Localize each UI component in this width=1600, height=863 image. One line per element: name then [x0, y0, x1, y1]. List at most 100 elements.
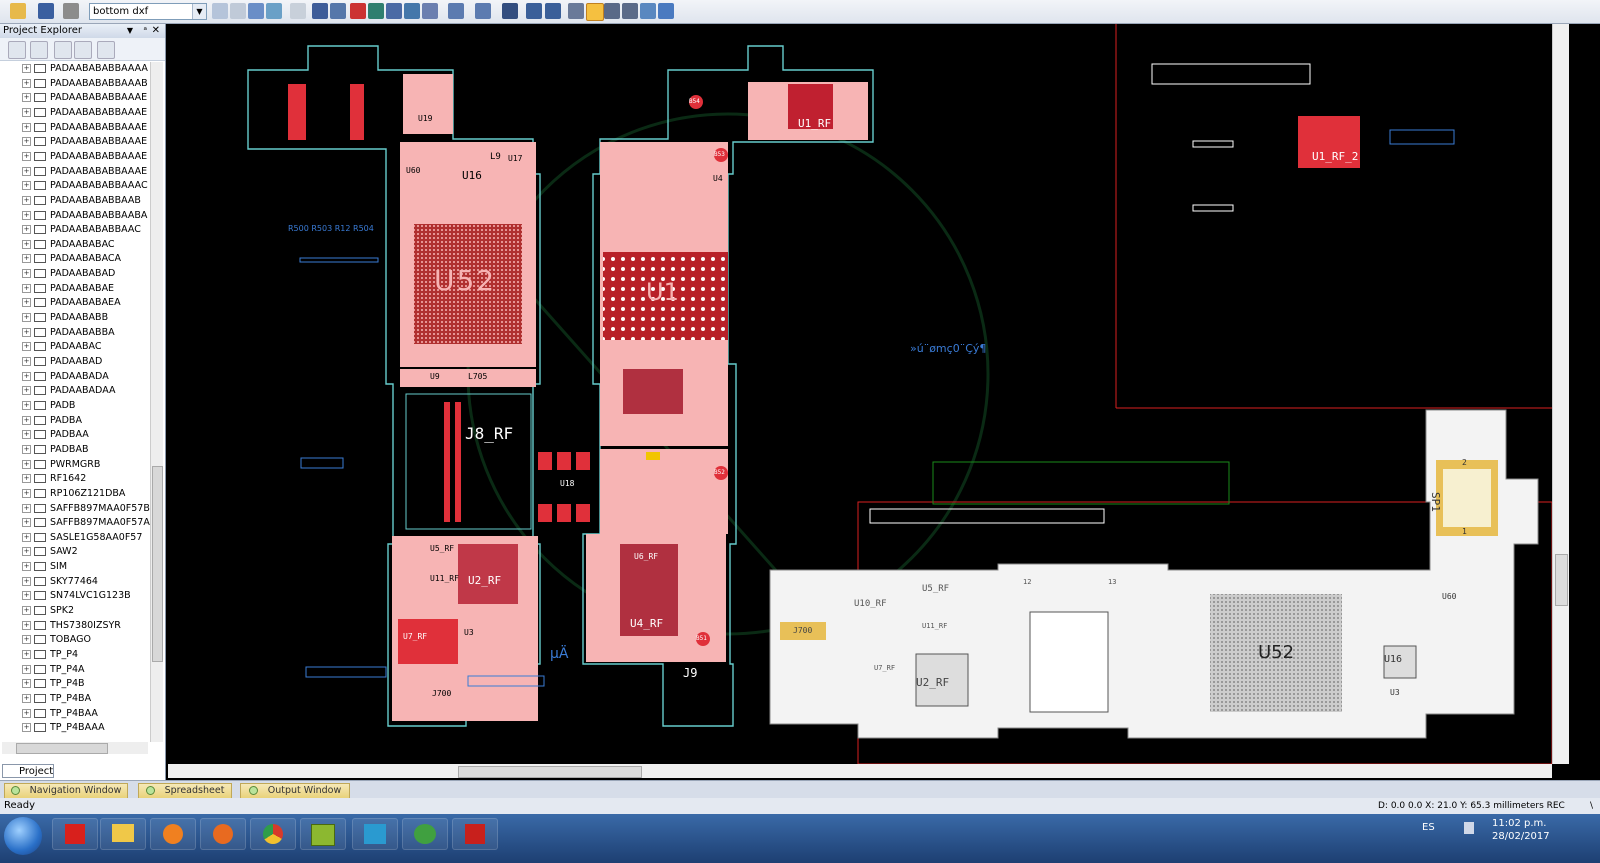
expand-icon[interactable]: + — [22, 503, 31, 513]
tab-output-window[interactable]: Output Window — [240, 783, 350, 799]
tree-item[interactable]: +PADAABABABBAAAA — [22, 62, 150, 77]
tree-item[interactable]: +SAW2 — [22, 545, 150, 560]
save-icon[interactable] — [38, 3, 54, 19]
expand-icon[interactable]: + — [22, 576, 31, 586]
expand-icon[interactable]: + — [22, 474, 31, 484]
taskbar-explorer-icon[interactable] — [100, 818, 146, 850]
tree-item[interactable]: +PADAABAD — [22, 355, 150, 370]
tree-item[interactable]: +RF1642 — [22, 472, 150, 487]
expand-icon[interactable]: + — [22, 444, 31, 454]
tree-item[interactable]: +TP_P4 — [22, 648, 150, 663]
flip-icon[interactable] — [640, 3, 656, 19]
tree-item[interactable]: +TOBAGO — [22, 633, 150, 648]
tree-item[interactable]: +PADBAB — [22, 443, 150, 458]
canvas-horizontal-scrollbar[interactable] — [168, 764, 1552, 778]
cursor-icon[interactable] — [422, 3, 438, 19]
undo-icon[interactable] — [448, 3, 464, 19]
expand-icon[interactable]: + — [22, 708, 31, 718]
tree-item[interactable]: +TP_P4A — [22, 663, 150, 678]
pen-icon[interactable] — [248, 3, 264, 19]
tree-item[interactable]: +PADAABABAD — [22, 267, 150, 282]
pin-icon[interactable]: ᵃ — [143, 26, 147, 36]
tab-navigation-window[interactable]: Navigation Window — [4, 783, 128, 799]
tree-item[interactable]: +PADAABABABBAAAE — [22, 106, 150, 121]
taskbar-firefox-icon[interactable] — [200, 818, 246, 850]
tree-item[interactable]: +PADAABABABBAAB — [22, 194, 150, 209]
expand-icon[interactable]: + — [22, 635, 31, 645]
tree-item[interactable]: +PADAABABAEA — [22, 296, 150, 311]
taskbar-boardviewer-icon[interactable] — [402, 818, 448, 850]
layers-icon[interactable] — [622, 3, 638, 19]
explorer-properties-icon[interactable] — [97, 41, 115, 59]
expand-icon[interactable]: + — [22, 488, 31, 498]
tree-item[interactable]: +TP_P4BA — [22, 692, 150, 707]
tree-item[interactable]: +PADBAA — [22, 428, 150, 443]
expand-icon[interactable]: + — [22, 430, 31, 440]
list-icon[interactable] — [230, 3, 246, 19]
expand-icon[interactable]: + — [22, 239, 31, 249]
properties-icon[interactable] — [212, 3, 228, 19]
tree-item[interactable]: +PADAABABABBAAAC — [22, 179, 150, 194]
settings-icon[interactable] — [658, 3, 674, 19]
tree-item[interactable]: +PADAABABAC — [22, 238, 150, 253]
expand-icon[interactable]: + — [22, 269, 31, 279]
expand-icon[interactable]: + — [22, 386, 31, 396]
expand-icon[interactable]: + — [22, 107, 31, 117]
new-icon[interactable] — [8, 41, 26, 59]
highlight-icon[interactable] — [586, 3, 604, 21]
expand-icon[interactable]: + — [22, 64, 31, 73]
expand-icon[interactable]: + — [22, 181, 31, 191]
expand-icon[interactable]: + — [22, 357, 31, 366]
expand-icon[interactable]: + — [22, 151, 31, 161]
tree-item[interactable]: +PADAABABBA — [22, 326, 150, 341]
tree-item[interactable]: +PADAABABABBAABA — [22, 209, 150, 224]
close-icon[interactable]: ✕ — [151, 25, 160, 36]
explorer-vertical-scrollbar[interactable] — [150, 62, 163, 742]
select-arrow-icon[interactable] — [312, 3, 328, 19]
expand-icon[interactable]: + — [22, 210, 31, 220]
refresh-icon[interactable] — [266, 3, 282, 19]
select-net-icon[interactable] — [330, 3, 346, 19]
expand-icon[interactable]: + — [22, 547, 31, 557]
expand-icon[interactable]: + — [22, 137, 31, 147]
redo-icon[interactable] — [475, 3, 491, 19]
language-indicator[interactable]: ES — [1422, 822, 1435, 833]
expand-icon[interactable]: + — [22, 415, 31, 425]
expand-icon[interactable]: + — [22, 400, 31, 410]
tree-item[interactable]: +SKY77464 — [22, 575, 150, 590]
check-icon[interactable] — [386, 3, 402, 19]
taskbar-chrome-icon[interactable] — [250, 818, 296, 850]
taskbar-flash-icon[interactable] — [52, 818, 98, 850]
dropdown-icon[interactable]: ▼ — [126, 26, 133, 35]
tree-item[interactable]: +SAFFB897MAA0F57A — [22, 516, 150, 531]
expand-icon[interactable]: + — [22, 122, 31, 132]
notification-icon[interactable] — [1464, 822, 1474, 834]
window-icon[interactable] — [604, 3, 620, 19]
expand-icon[interactable]: + — [22, 723, 31, 733]
tree-item[interactable]: +PADBA — [22, 414, 150, 429]
expand-icon[interactable]: + — [22, 93, 31, 103]
pcb-canvas[interactable]: SP1 U19 U16 U60 L9 U17 U52 U9 L705 J8_RF… — [168, 24, 1552, 764]
scrollbar-thumb[interactable] — [458, 766, 642, 778]
explorer-horizontal-scrollbar[interactable] — [2, 742, 148, 754]
expand-icon[interactable]: + — [22, 606, 31, 616]
delete-icon[interactable] — [30, 41, 48, 59]
tree-item[interactable]: +PADAABADAA — [22, 384, 150, 399]
grid-icon[interactable] — [368, 3, 384, 19]
expand-icon[interactable]: + — [22, 693, 31, 703]
zoom-area-icon[interactable] — [545, 3, 561, 19]
expand-icon[interactable]: + — [22, 166, 31, 176]
tree-item[interactable]: +PADAABADA — [22, 370, 150, 385]
canvas-vertical-scrollbar[interactable] — [1552, 24, 1569, 764]
tree-item[interactable]: +PADAABABABBAAAE — [22, 121, 150, 136]
scrollbar-thumb[interactable] — [152, 466, 163, 662]
tree-item[interactable]: +SPK2 — [22, 604, 150, 619]
tree-item[interactable]: +SN74LVC1G123B — [22, 589, 150, 604]
expand-icon[interactable]: + — [22, 195, 31, 205]
tree-item[interactable]: +PADAABABABBAAAE — [22, 165, 150, 180]
expand-icon[interactable]: + — [22, 650, 31, 659]
disabled-tool-icon[interactable] — [290, 3, 306, 19]
tree-item[interactable]: +SASLE1G58AA0F57 — [22, 531, 150, 546]
expand-icon[interactable]: + — [22, 283, 31, 293]
tree-item[interactable]: +SIM — [22, 560, 150, 575]
